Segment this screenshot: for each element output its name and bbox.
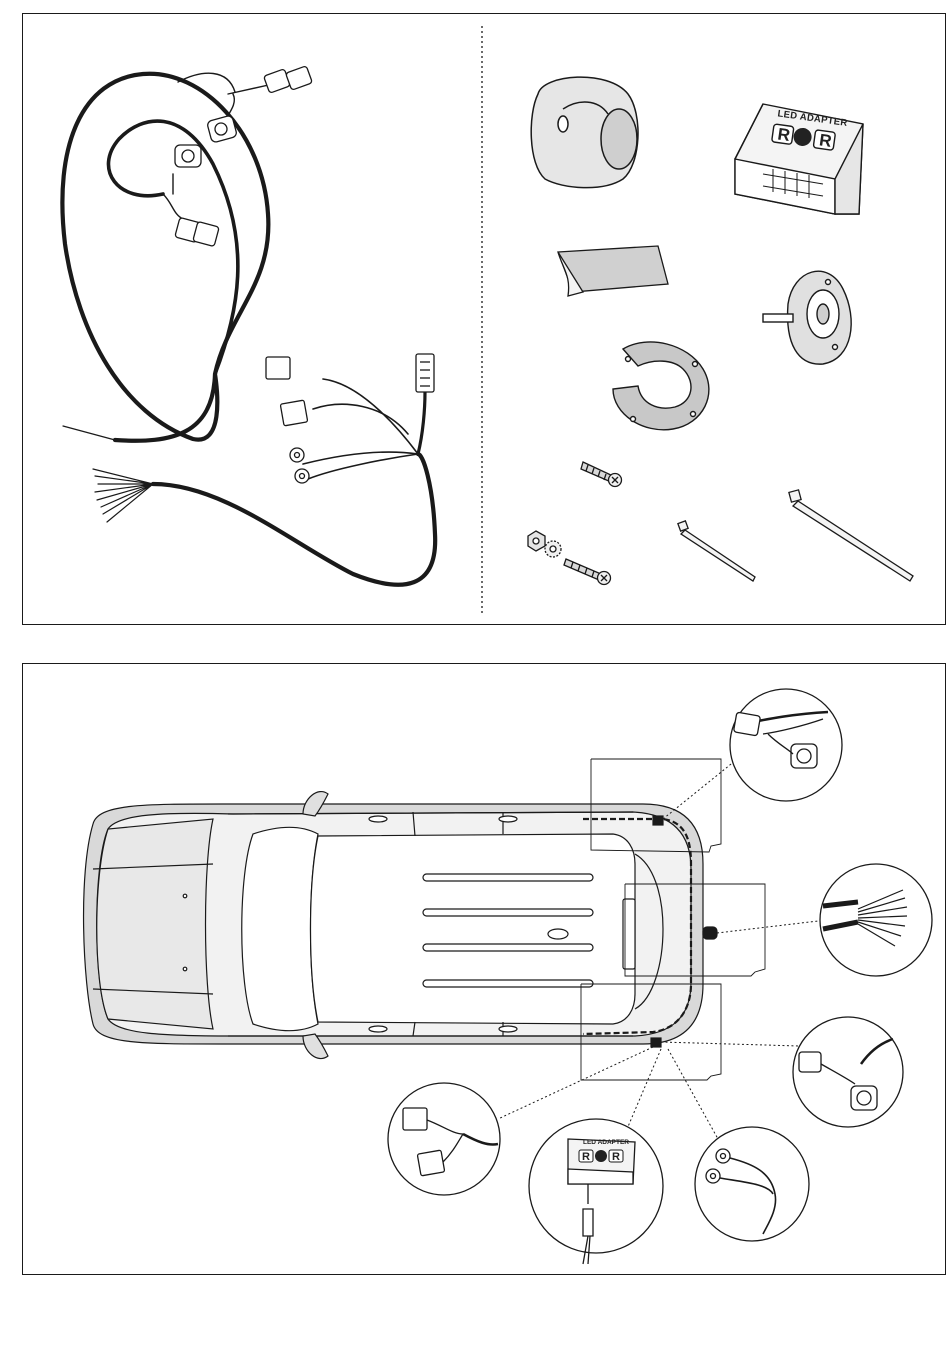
magnified-led-adapter-r-right: R xyxy=(612,1151,620,1163)
kit-contents-panel: LED ADAPTER R R xyxy=(22,13,946,625)
wiring-harness-icon xyxy=(62,73,435,585)
magnified-led-adapter-label: LED ADAPTER xyxy=(583,1139,629,1146)
cable-tie-icon xyxy=(678,521,755,581)
magnified-connector-icon xyxy=(388,1083,500,1195)
magnified-connector-icon xyxy=(730,689,842,801)
led-adapter-r-right: R xyxy=(818,130,833,151)
magnified-connector-icon xyxy=(793,1017,903,1127)
nut-washer-bolt-icon xyxy=(528,531,611,585)
adhesive-pad-icon xyxy=(558,246,668,296)
led-adapter-r-left: R xyxy=(776,125,791,146)
magnified-led-adapter-label-group: LED ADAPTER R R xyxy=(579,1139,629,1163)
magnified-wires-icon xyxy=(820,864,932,976)
screw-icon xyxy=(581,462,622,487)
kit-contents-drawing: LED ADAPTER R R xyxy=(23,14,947,626)
socket-cover-icon xyxy=(531,77,638,188)
installation-diagram-panel: LED ADAPTER R R xyxy=(22,663,946,1275)
magnified-adapter-dot xyxy=(595,1150,607,1162)
gasket-icon xyxy=(613,342,709,430)
car-top-view-icon xyxy=(84,792,717,1059)
socket-plate-icon xyxy=(763,271,851,364)
installation-drawing: LED ADAPTER R R xyxy=(23,664,947,1276)
magnified-led-adapter-r-left: R xyxy=(582,1151,590,1163)
magnified-ring-terminals-icon xyxy=(695,1127,809,1241)
cable-tie-icon xyxy=(789,490,913,581)
